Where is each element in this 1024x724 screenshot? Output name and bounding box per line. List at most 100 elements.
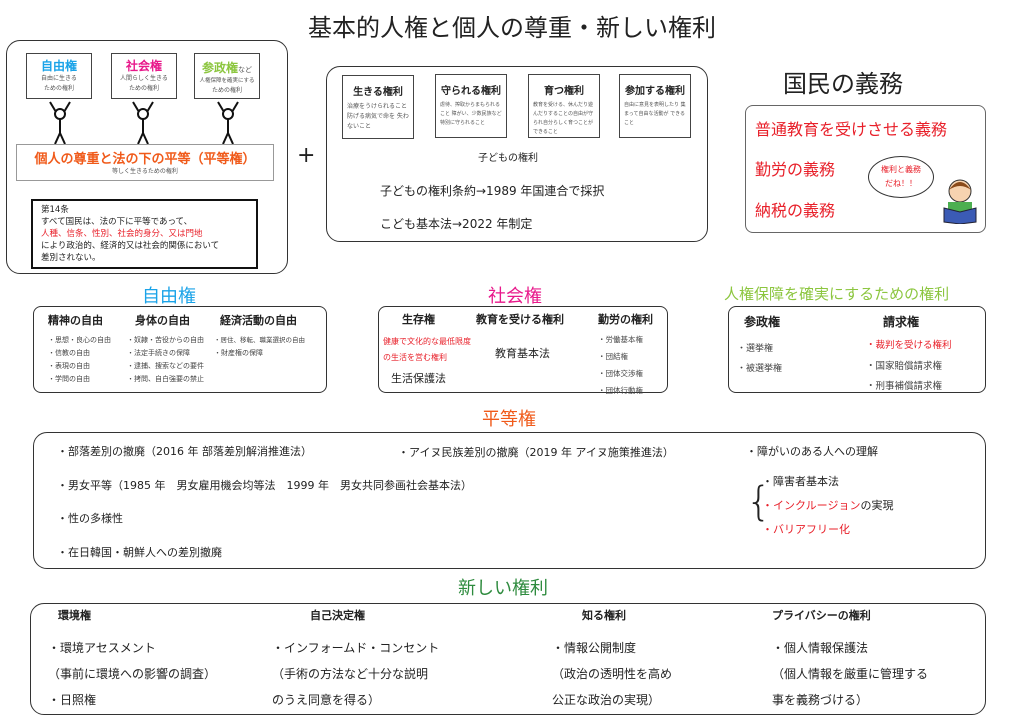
list-item: ・障がいのある人への理解 [746,445,878,458]
col-line: のうえ同意を得る） [272,693,381,707]
list-item: ・アイヌ民族差別の撤廃（2019 年 アイヌ施策推進法） [398,446,674,459]
list-item: ・団結権 [598,352,628,361]
col-line: ・日照権 [48,693,97,707]
card-desc: 人間らしく生きる [120,75,168,82]
education-act: 教育基本法 [495,347,550,360]
education-head: 教育を受ける権利 [476,313,564,326]
equality-panel [33,432,986,569]
col-head: 身体の自由 [135,314,190,327]
liberty-card: 自由権 自由に生きる ための権利 [26,53,92,99]
sub-item-highlight: ・インクルージョン [762,499,861,512]
new-rights-panel [30,603,986,715]
child-right-title: 生きる権利 [353,87,403,98]
political-head: 参政権 [744,315,781,329]
col-head: 環境権 [58,609,91,622]
liberty-col-economic: 経済活動の自由 ・居住、移転、職業選択の自由 ・財産権の保障 [214,312,305,360]
new-right-self-determination: 自己決定権 ・インフォームド・コンセント （手術の方法など十分な説明 のうえ同意… [272,607,439,713]
duties-title: 国民の義務 [783,70,903,98]
guarantee-title: 人権保障を確実にするための権利 [724,285,950,303]
child-right-card: 守られる権利 虐待、搾取からまもられること 障がい、少数民族など特別に守られるこ… [435,74,507,138]
guarantee-panel [728,306,986,393]
list-item: ・逮捕、捜索などの要件 [127,362,204,370]
brace-icon: { [746,479,772,525]
col-head: 自己決定権 [310,609,365,622]
new-right-environment: 環境権 ・環境アセスメント （事前に環境への影響の調査） ・日照権 [48,607,216,713]
list-item: ・財産権の保障 [214,349,263,357]
list-item: ・労働基本権 [598,335,643,344]
sub-item: ・障害者基本法 [762,475,839,488]
new-rights-title: 新しい権利 [458,578,548,599]
equality-banner-sub: 等しく生きるための権利 [112,168,178,175]
duty-item: 納税の義務 [755,201,836,220]
labor-head: 勤労の権利 [598,313,653,326]
page-title: 基本的人権と個人の尊重・新しい権利 [308,14,716,42]
card-desc: ための権利 [128,85,159,92]
duty-item: 普通教育を受けさせる義務 [755,120,948,139]
col-head: 知る権利 [582,609,626,622]
stick-figures-icon [49,101,239,144]
bubble-text: 権利と義務 [881,165,921,174]
child-right-desc: 虐待、搾取からまもられること 障がい、少数民族など特別に守られること [440,102,502,126]
col-line: ・インフォームド・コンセント [272,641,440,655]
list-item: ・部落差別の撤廃（2016 年 部落差別解消推進法） [57,445,312,458]
article-line: すべて国民は、法の下に平等であって、 [41,217,193,227]
article-14-box: 第14条 すべて国民は、法の下に平等であって、 人種、信条、性別、社会的身分、又… [31,199,258,269]
labor-col: 勤労の権利 ・労働基本権 ・団結権 ・団体交渉権 ・団体行動権 [598,311,653,399]
col-line: ・情報公開制度 [552,641,637,655]
speech-bubble: 権利と義務 だね！！ [868,156,934,198]
col-line: （個人情報を厳重に管理する [772,667,929,681]
basic-act-line: こども基本法→2022 年制定 [380,217,533,231]
liberty-col-physical: 身体の自由 ・奴隷・苦役からの自由 ・法定手続きの保障 ・逮捕、捜索などの要件 … [127,312,204,386]
child-right-desc: 自由に意見を表明したり 集まって自由な活動が できること [624,102,686,126]
political-card: 参政権など 人権保障を確実にする ための権利 [194,53,260,99]
child-right-card: 育つ権利 教育を受ける、休んだり遊んだりすることの自由が守られ自分らしく育つこと… [528,74,600,138]
card-desc: 人権保障を確実にする [199,78,255,84]
equality-title: 平等権 [482,409,536,430]
col-head: プライバシーの権利 [772,609,871,622]
liberty-title: 自由権 [142,286,196,307]
list-item: ・法定手続きの保障 [127,349,190,357]
sub-item: ・インクルージョンの実現 [762,497,893,513]
list-item: ・奴隷・苦役からの自由 [127,336,204,344]
claim-head: 請求権 [883,315,920,329]
liberty-panel [33,306,327,393]
liberty-col-mental: 精神の自由 ・思想・良心の自由 ・信教の自由 ・表現の自由 ・学問の自由 [48,312,111,386]
survival-head: 生存権 [402,313,435,326]
col-line: ・個人情報保護法 [772,641,869,655]
equality-banner: 個人の尊重と法の下の平等（平等権） 等しく生きるための権利 [16,144,274,181]
child-right-title: 育つ権利 [544,86,584,97]
col-line: （事前に環境への影響の調査） [48,667,217,681]
child-right-desc: 治療をうけられること 防げる病気で命を 失わないこと [347,103,409,130]
sub-item-highlight: ・バリアフリー化 [762,523,850,536]
list-item: ・居住、移転、職業選択の自由 [214,336,305,344]
social-card: 社会権 人間らしく生きる ための権利 [111,53,177,99]
card-desc: ための権利 [211,87,242,94]
list-item: ・在日韓国・朝鮮人への差別撤廃 [57,546,222,559]
list-item: ・信教の自由 [48,349,90,357]
survival-desc: 健康で文化的な最低限度 [383,337,471,346]
card-title: 参政権 [201,61,238,75]
col-head: 経済活動の自由 [220,314,297,327]
card-title: 自由権 [40,59,77,73]
new-right-privacy: プライバシーの権利 ・個人情報保護法 （個人情報を厳重に管理する 事を義務づける… [772,607,928,713]
article-line: により政治的、経済的又は社会的関係において [41,241,220,251]
col-head: 精神の自由 [48,314,103,327]
child-right-desc: 教育を受ける、休んだり遊んだりすることの自由が守られ自分らしく育つことができるこ… [533,102,594,135]
list-item: ・男女平等（1985 年 男女雇用機会均等法 1999 年 男女共同参画社会基本… [57,479,472,492]
list-item: ・学問の自由 [48,375,90,383]
card-title: 社会権 [125,59,162,73]
col-line: ・環境アセスメント [48,641,156,655]
list-item: ・刑事補償請求権 [866,381,943,392]
duty-item: 勤労の義務 [755,160,836,179]
child-right-card: 参加する権利 自由に意見を表明したり 集まって自由な活動が できること [619,74,691,138]
list-item-highlight: ・裁判を受ける権利 [866,340,952,351]
list-item: ・被選挙権 [737,364,783,374]
list-item: ・性の多様性 [57,512,123,525]
convention-line: 子どもの権利条約→1989 年国連合で採択 [380,184,605,198]
col-line: （政治の透明性を高め [552,667,673,681]
article-line-highlight: 人種、信条、性別、社会的身分、又は門地 [41,229,203,239]
col-line: 公正な政治の実現） [552,693,661,707]
reading-child-icon [943,179,977,224]
survival-desc: の生活を営む権利 [383,353,447,362]
child-right-title: 参加する権利 [625,86,685,97]
